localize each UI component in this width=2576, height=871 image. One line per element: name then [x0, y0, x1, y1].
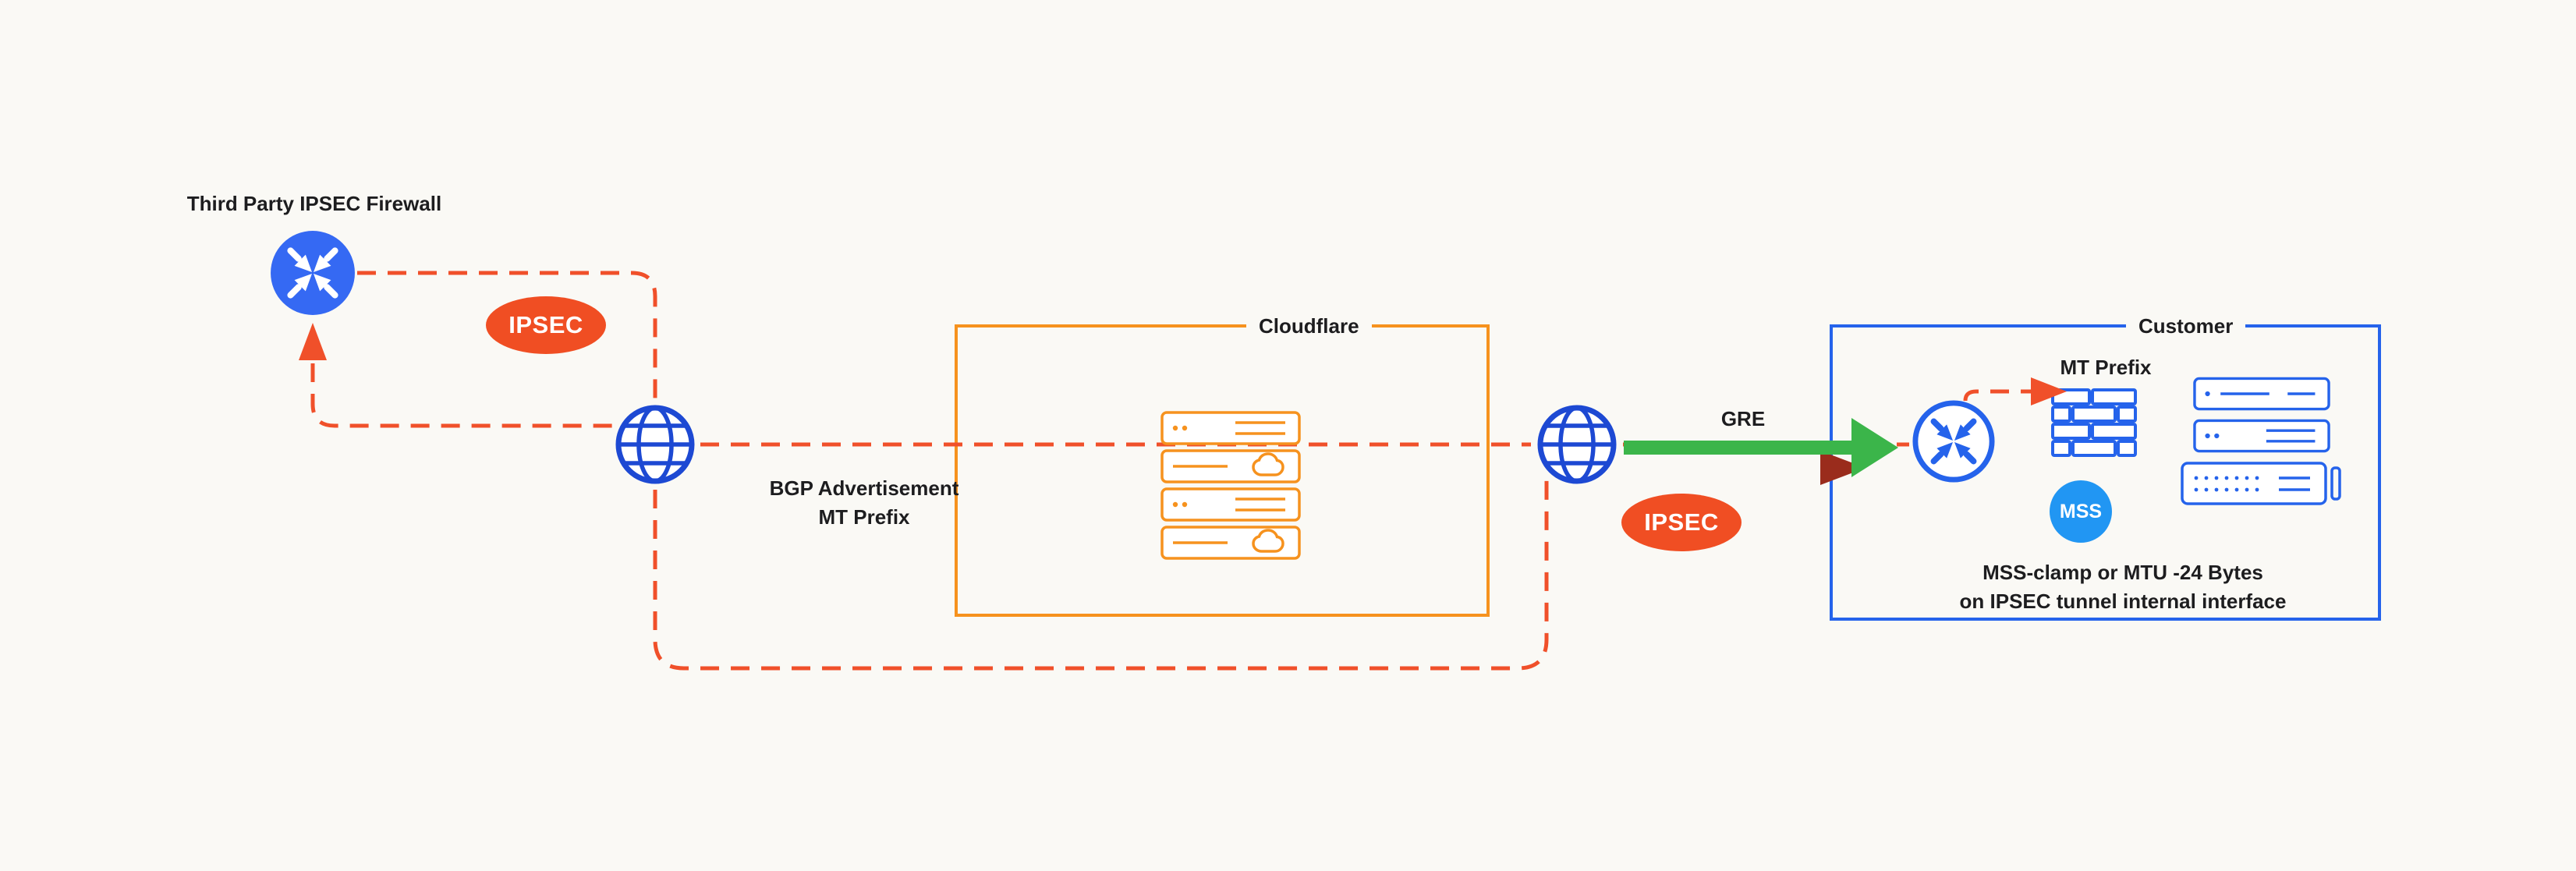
bgp-advertisement-line1: BGP Advertisement [769, 476, 959, 500]
customer-router-icon [1912, 399, 1996, 483]
customer-server-icon-2 [2193, 418, 2330, 454]
mt-prefix-label: MT Prefix [2060, 356, 2152, 379]
gre-label: GRE [1720, 407, 1766, 430]
cloudflare-box-label: Cloudflare [1246, 314, 1372, 338]
gre-arrow-head-icon [1851, 418, 1898, 477]
mt-prefix-arrow-icon [2031, 377, 2067, 405]
customer-switch-icon [2181, 462, 2343, 505]
dark-arrow-head-icon [1820, 451, 1866, 485]
ipsec-path-loop [653, 476, 1549, 671]
customer-box-label: Customer [2126, 314, 2246, 338]
mss-note-line1: MSS-clamp or MTU -24 Bytes [1982, 561, 2263, 584]
cloudflare-server-icon-1 [1160, 411, 1301, 445]
ipsec-path-outbound [357, 271, 657, 401]
bgp-advertisement-line2: MT Prefix [818, 505, 910, 529]
cloudflare-server-icon-3 [1160, 487, 1301, 522]
ipsec-badge-right: IPSEC [1621, 494, 1742, 551]
mss-note: MSS-clamp or MTU -24 Bytes on IPSEC tunn… [1905, 558, 2341, 616]
cloudflare-box: Cloudflare [955, 314, 1490, 617]
ipsec-badge-left: IPSEC [486, 296, 606, 354]
third-party-firewall-label: Third Party IPSEC Firewall [186, 192, 442, 215]
internet-globe-right-icon [1534, 402, 1620, 487]
ipsec-path-return [310, 363, 615, 428]
third-party-firewall-router-icon [269, 229, 356, 317]
mss-note-line2: on IPSEC tunnel internal interface [1959, 590, 2287, 613]
bgp-advertisement-label: BGP Advertisement MT Prefix [669, 474, 1059, 532]
mt-prefix-path [1963, 389, 2031, 402]
customer-server-icon-1 [2193, 376, 2330, 412]
cloudflare-server-cloud-icon-2 [1160, 449, 1301, 483]
cloudflare-server-cloud-icon-4 [1160, 526, 1301, 560]
mss-badge: MSS [2050, 480, 2112, 543]
return-up-arrow-icon [299, 323, 327, 360]
